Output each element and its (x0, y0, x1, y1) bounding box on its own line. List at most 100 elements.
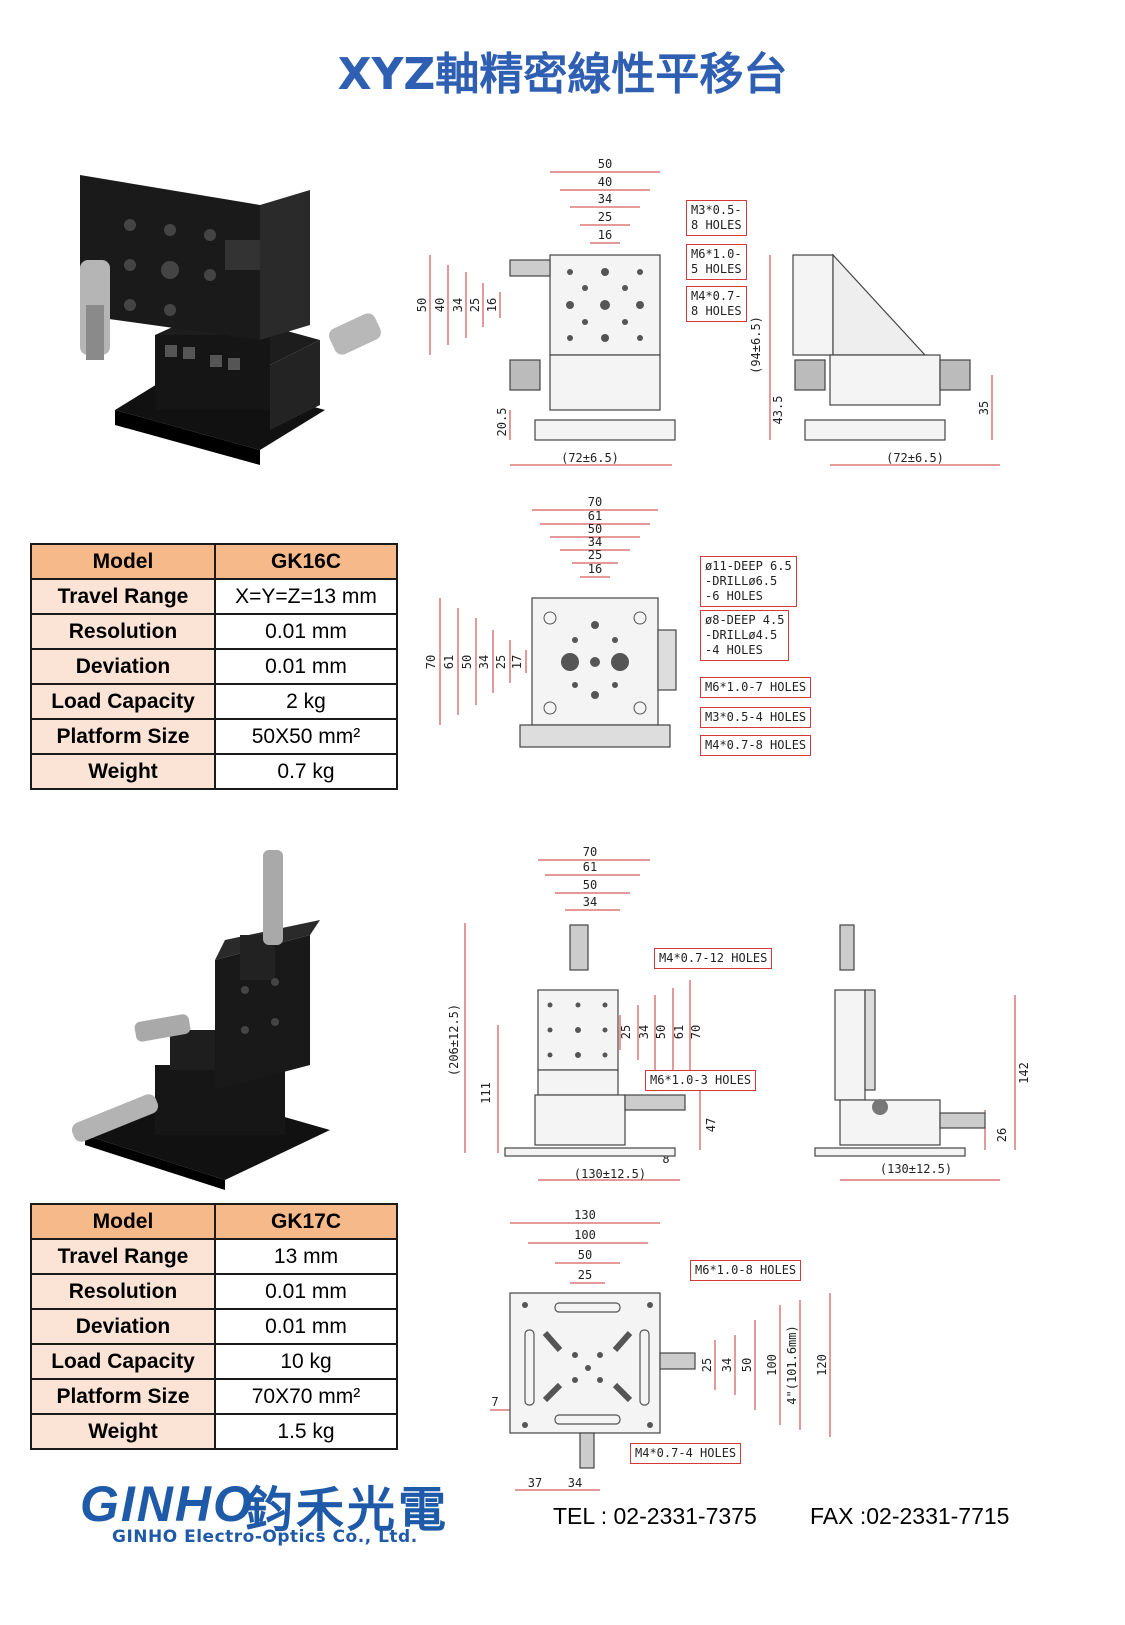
dim-label: 50 (583, 878, 597, 892)
table-cell: X=Y=Z=13 mm (214, 578, 398, 615)
dim-label: (130±12.5) (574, 1167, 646, 1181)
table-cell: 2 kg (214, 683, 398, 720)
dim-label: 50 (415, 298, 429, 312)
dim-label: (72±6.5) (561, 451, 619, 465)
callout-m3-4-holes: M3*0.5-4 HOLES (700, 707, 812, 728)
dim-label: 61 (672, 1025, 686, 1039)
dim-label: 25 (468, 298, 482, 312)
dim-label: 61 (588, 509, 602, 523)
table-cell: GK16C (214, 543, 398, 580)
dim-label: 47 (704, 1118, 718, 1132)
callout-m4-12-holes: M4*0.7-12 HOLES (654, 948, 773, 969)
table-cell: Travel Range (30, 578, 216, 615)
dim-label: 25 (578, 1268, 592, 1282)
dim-label: 25 (700, 1358, 714, 1372)
dim-label: 34 (583, 895, 597, 909)
dim-label: (206±12.5) (447, 1004, 461, 1076)
callout-m4-holes: M4*0.7- 8 HOLES (686, 286, 747, 322)
page-title: XYZ軸精密線性平移台 (337, 49, 788, 100)
table-cell: GK17C (214, 1203, 398, 1240)
table-cell: 0.01 mm (214, 1273, 398, 1310)
product-photo-gk17c (71, 850, 330, 1190)
dim-label: 50 (654, 1025, 668, 1039)
table-cell: 70X70 mm² (214, 1378, 398, 1415)
table-cell: Resolution (30, 1273, 216, 1310)
callout-m6-3-holes: M6*1.0-3 HOLES (645, 1070, 757, 1091)
dim-label: 25 (598, 210, 612, 224)
dim-label: 100 (574, 1228, 596, 1242)
table-cell: Travel Range (30, 1238, 216, 1275)
table-cell: Platform Size (30, 718, 216, 755)
dim-label: 70 (583, 845, 597, 859)
table-cell: Platform Size (30, 1378, 216, 1415)
dim-label: 16 (598, 228, 612, 242)
dim-label: 34 (637, 1025, 651, 1039)
dim-label: 142 (1017, 1062, 1031, 1084)
dim-label: 70 (689, 1025, 703, 1039)
table-cell: Weight (30, 1413, 216, 1450)
dim-label: 34 (568, 1476, 582, 1490)
dim-label: (94±6.5) (749, 316, 763, 374)
company-name-chinese: 鈞禾光電 (245, 1482, 450, 1538)
callout-m3-holes: M3*0.5- 8 HOLES (686, 200, 747, 236)
drawing-gk16c-top: 50 40 34 25 16 (72±6.5) (72±6.5) 50 40 3… (415, 157, 1000, 466)
dim-label: 61 (442, 655, 456, 669)
dim-label: 61 (583, 860, 597, 874)
callout-m4-4-holes: M4*0.7-4 HOLES (630, 1443, 742, 1464)
dim-label: 40 (598, 175, 612, 189)
callout-m4-8-holes: M4*0.7-8 HOLES (700, 735, 812, 756)
dim-label: 100 (765, 1354, 779, 1376)
dim-label: 50 (598, 157, 612, 171)
table-cell: Model (30, 543, 216, 580)
dim-label: 37 (528, 1476, 542, 1490)
dim-label: 25 (588, 548, 602, 562)
company-name-english: GINHO Electro-Optics Co., Ltd. (112, 1527, 418, 1547)
dim-label: 50 (588, 522, 602, 536)
dim-label: 50 (740, 1358, 754, 1372)
dim-label: 34 (451, 298, 465, 312)
drawing-gk17c-front: 70 61 50 34 (130±12.5) (130±12.5) 8 (206… (447, 845, 1031, 1181)
table-cell: 0.01 mm (214, 613, 398, 650)
product-photo-gk16c (80, 175, 381, 465)
table-cell: 0.01 mm (214, 648, 398, 685)
table-cell: 10 kg (214, 1343, 398, 1380)
table-cell: Deviation (30, 1308, 216, 1345)
dim-label: 7 (491, 1395, 498, 1409)
dim-label: 43.5 (771, 396, 785, 425)
table-cell: Weight (30, 753, 216, 790)
dim-label: 35 (977, 401, 991, 415)
dim-label: 34 (588, 535, 602, 549)
dim-label: 26 (995, 1128, 1009, 1142)
table-cell: Model (30, 1203, 216, 1240)
table-cell: Load Capacity (30, 683, 216, 720)
dim-label: 20.5 (495, 408, 509, 437)
table-cell: Deviation (30, 648, 216, 685)
dim-label: 70 (424, 655, 438, 669)
dim-label: 40 (433, 298, 447, 312)
table-cell: 0.7 kg (214, 753, 398, 790)
dim-label: 70 (588, 495, 602, 509)
dim-label: 111 (479, 1082, 493, 1104)
table-header-row: Model GK16C (30, 543, 398, 580)
table-cell: 50X50 mm² (214, 718, 398, 755)
callout-m6-holes: M6*1.0- 5 HOLES (686, 244, 747, 280)
table-cell: 13 mm (214, 1238, 398, 1275)
dim-label: 25 (619, 1025, 633, 1039)
dim-label: 50 (460, 655, 474, 669)
table-cell: Resolution (30, 613, 216, 650)
dim-label: 25 (494, 655, 508, 669)
callout-m6-7-holes: M6*1.0-7 HOLES (700, 677, 812, 698)
dim-label: 4"(101.6mm) (785, 1325, 799, 1404)
dim-label: 16 (588, 562, 602, 576)
